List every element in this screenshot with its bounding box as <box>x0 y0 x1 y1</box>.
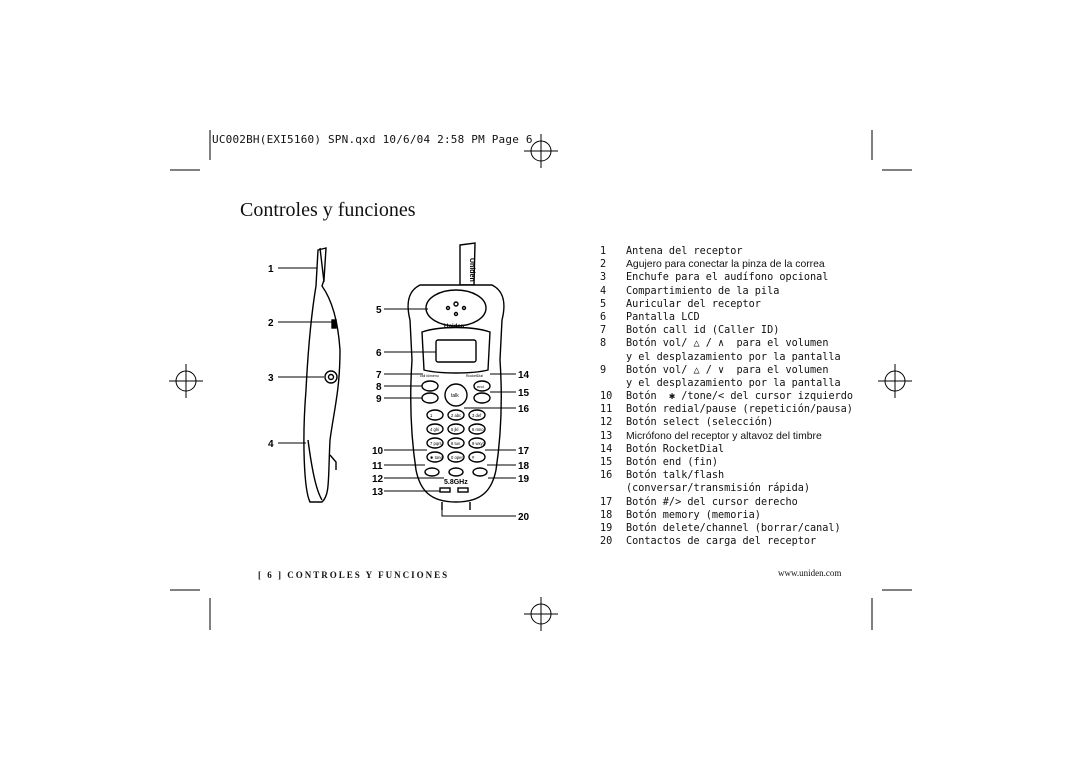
callout-15: 15 <box>518 388 530 399</box>
callout-9: 9 <box>376 394 382 405</box>
keypad-key-label: 3 def <box>472 413 482 418</box>
callout-16: 16 <box>518 404 530 415</box>
chevron-up-icon: ∧ <box>718 338 725 350</box>
keypad-key-label: 8 tuv <box>451 441 461 446</box>
phone-figure: Uniden Uniden talk end call id/menu Rock… <box>268 242 530 523</box>
chevron-right-icon: > <box>675 496 682 508</box>
keypad-key-label: 6 mno <box>472 427 484 432</box>
callout-5: 5 <box>376 305 382 316</box>
callid-label: call id/menu <box>420 374 439 378</box>
callout-4: 4 <box>268 439 274 450</box>
file-slug: UC002BH(EXI5160) SPN.qxd 10/6/04 2:58 PM… <box>212 133 533 146</box>
callout-17: 17 <box>518 446 530 457</box>
phone-side-view <box>303 247 341 503</box>
keypad-key-label: 1 <box>430 413 433 418</box>
band-label: 5.8GHz <box>444 479 468 486</box>
callout-12: 12 <box>372 474 384 485</box>
keypad-key-label: 0 oper <box>451 455 463 460</box>
list-item-continuation: y el desplazamiento por la pantalla <box>626 351 841 363</box>
keypad-key-label: 4 ghi <box>430 427 439 432</box>
rocketdial-label: RocketDial <box>466 374 483 378</box>
chevron-down-icon: ∨ <box>718 364 725 376</box>
callout-2: 2 <box>268 318 274 329</box>
callout-10: 10 <box>372 446 384 457</box>
registration-mark-left <box>169 364 203 398</box>
keypad-key-label: 5 jkl <box>451 427 459 432</box>
keypad-key-label: ✱ tone <box>430 455 443 460</box>
footer-url: www.uniden.com <box>778 568 842 578</box>
callout-7: 7 <box>376 370 382 381</box>
registration-mark-top <box>524 134 558 168</box>
volume-up-icon: △ <box>693 338 700 350</box>
phone-front-view <box>407 242 505 510</box>
chevron-left-icon: < <box>718 391 725 403</box>
registration-mark-right <box>878 364 912 398</box>
talk-label: talk <box>451 393 459 399</box>
callout-3: 3 <box>268 373 274 384</box>
registration-mark-bottom <box>524 597 558 631</box>
brand-label: Uniden <box>444 324 465 330</box>
volume-down-icon: △ <box>693 364 700 376</box>
keypad-key-label: 9 wxyz <box>472 441 485 446</box>
keypad-key-label: # <box>472 455 475 460</box>
callout-14: 14 <box>518 370 530 381</box>
footer-section-label: [ 6 ] CONTROLES Y FUNCIONES <box>258 570 450 580</box>
callout-1: 1 <box>268 264 274 275</box>
page-title: Controles y funciones <box>240 199 416 221</box>
list-item-continuation: y el desplazamiento por la pantalla <box>626 377 841 389</box>
keypad-key-label: 2 abc <box>451 413 461 418</box>
list-item-continuation: (conversar/transmisión rápida) <box>626 483 811 495</box>
callout-6: 6 <box>376 348 382 359</box>
callout-19: 19 <box>518 474 530 485</box>
asterisk-icon: ✱ <box>668 391 676 403</box>
callout-18: 18 <box>518 461 530 472</box>
callout-8: 8 <box>376 382 382 393</box>
callout-13: 13 <box>372 487 384 498</box>
keypad-key-label: 7 pqrs <box>430 441 442 446</box>
brand-logo: Uniden <box>468 258 475 282</box>
end-label: end <box>477 384 484 389</box>
callout-11: 11 <box>372 461 383 472</box>
callout-20: 20 <box>518 512 530 523</box>
